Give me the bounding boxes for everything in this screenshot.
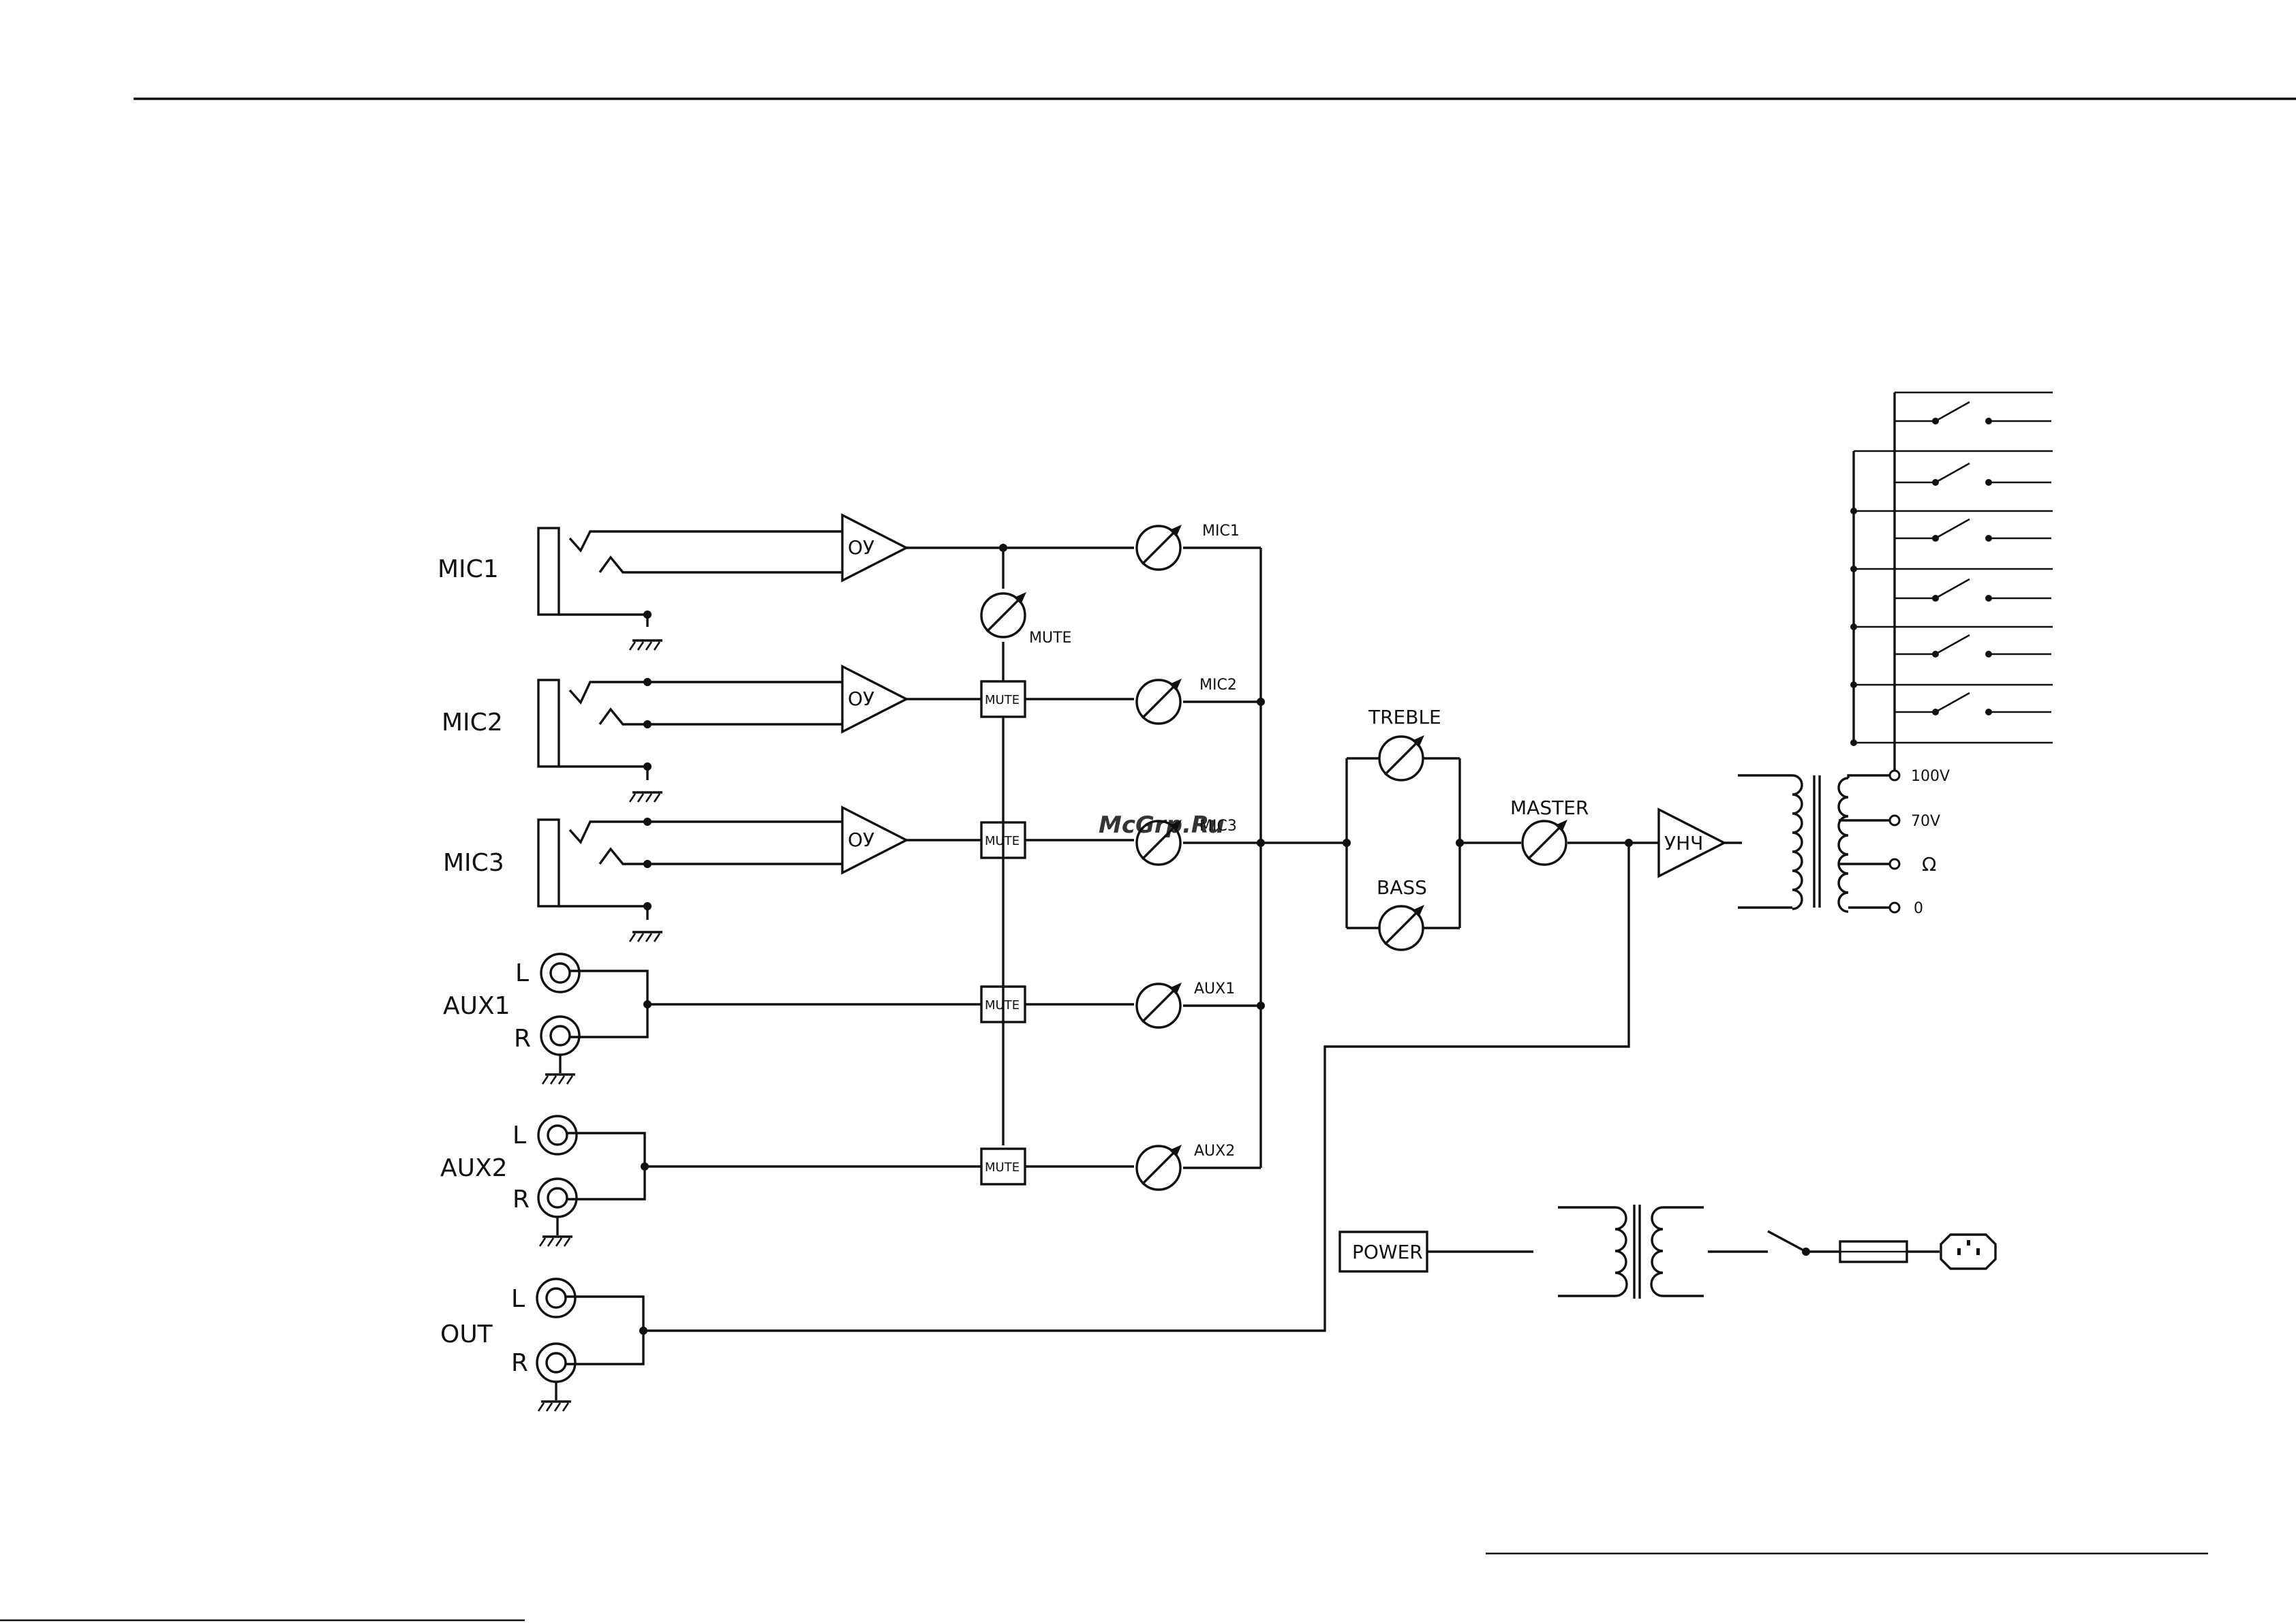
mic1-label: MIC1 — [438, 555, 499, 583]
svg-text:MUTE: MUTE — [985, 834, 1020, 848]
channel-pot-mic2 — [1137, 679, 1182, 724]
aux1-l-label: L — [515, 959, 529, 987]
svg-text:MUTE: MUTE — [985, 1160, 1020, 1175]
power-block: POWER — [1340, 1232, 1427, 1271]
preamp-1: ОУ — [842, 515, 906, 581]
channel-pot-mic1 — [1137, 525, 1182, 570]
out-label: OUT — [440, 1320, 493, 1348]
channel-pot-aux1-label: AUX1 — [1194, 980, 1235, 998]
channel-pot-aux2 — [1137, 1145, 1182, 1190]
bass-pot — [1379, 905, 1424, 950]
treble-pot — [1379, 735, 1424, 780]
mains-socket-icon — [1941, 1235, 1995, 1269]
mains-transformer — [1558, 1205, 1704, 1299]
out-jacks — [537, 1279, 647, 1411]
aux2-l-label: L — [512, 1122, 526, 1149]
tap-100v: 100V — [1911, 768, 1950, 785]
preamp-3-label: ОУ — [848, 829, 874, 851]
aux2-label: AUX2 — [440, 1154, 508, 1182]
aux2-r-label: R — [512, 1186, 530, 1214]
mute-pot-label: MUTE — [1029, 630, 1071, 647]
master-pot — [1522, 820, 1567, 865]
output-transformer — [1738, 771, 1899, 912]
power-amp-label: УНЧ — [1664, 832, 1703, 854]
bass-label: BASS — [1377, 876, 1427, 899]
mic1-jack — [538, 528, 842, 650]
tap-zero: 0 — [1914, 900, 1923, 917]
mute-switch-aux2: MUTE — [981, 1149, 1025, 1184]
watermark: McGrp.Ru — [1099, 812, 1224, 839]
tap-ohm: Ω — [1922, 853, 1936, 876]
aux2-jacks — [538, 1116, 981, 1246]
out-l-label: L — [511, 1285, 525, 1313]
zone-switches — [1850, 392, 2053, 770]
fuse — [1840, 1241, 1940, 1262]
mute-switch-mic2: MUTE — [981, 681, 1025, 717]
mute-pot — [981, 592, 1026, 637]
channel-pot-mic1-label: MIC1 — [1202, 523, 1240, 540]
aux1-jacks — [541, 954, 981, 1084]
channel-pot-aux1 — [1137, 983, 1182, 1027]
channel-pot-mic2-label: MIC2 — [1199, 677, 1237, 694]
svg-text:MUTE: MUTE — [985, 693, 1020, 707]
out-r-label: R — [511, 1349, 528, 1377]
power-label: POWER — [1352, 1241, 1423, 1263]
mic3-jack — [538, 818, 842, 942]
mic2-label: MIC2 — [442, 709, 503, 737]
treble-label: TREBLE — [1368, 706, 1441, 728]
preamp-1-label: ОУ — [848, 536, 874, 559]
aux1-label: AUX1 — [443, 992, 510, 1020]
tap-70v: 70V — [1911, 813, 1940, 830]
mic2-jack — [538, 678, 842, 802]
preamp-2-label: ОУ — [848, 687, 874, 710]
power-amp: УНЧ — [1659, 809, 1724, 876]
power-switch — [1708, 1231, 1840, 1256]
mic3-label: MIC3 — [443, 849, 504, 877]
aux1-r-label: R — [514, 1025, 531, 1053]
svg-text:MUTE: MUTE — [985, 998, 1020, 1013]
preamp-2: ОУ — [842, 666, 906, 732]
channel-pot-aux2-label: AUX2 — [1194, 1143, 1235, 1160]
preamp-3: ОУ — [842, 807, 906, 873]
master-label: MASTER — [1510, 797, 1589, 819]
